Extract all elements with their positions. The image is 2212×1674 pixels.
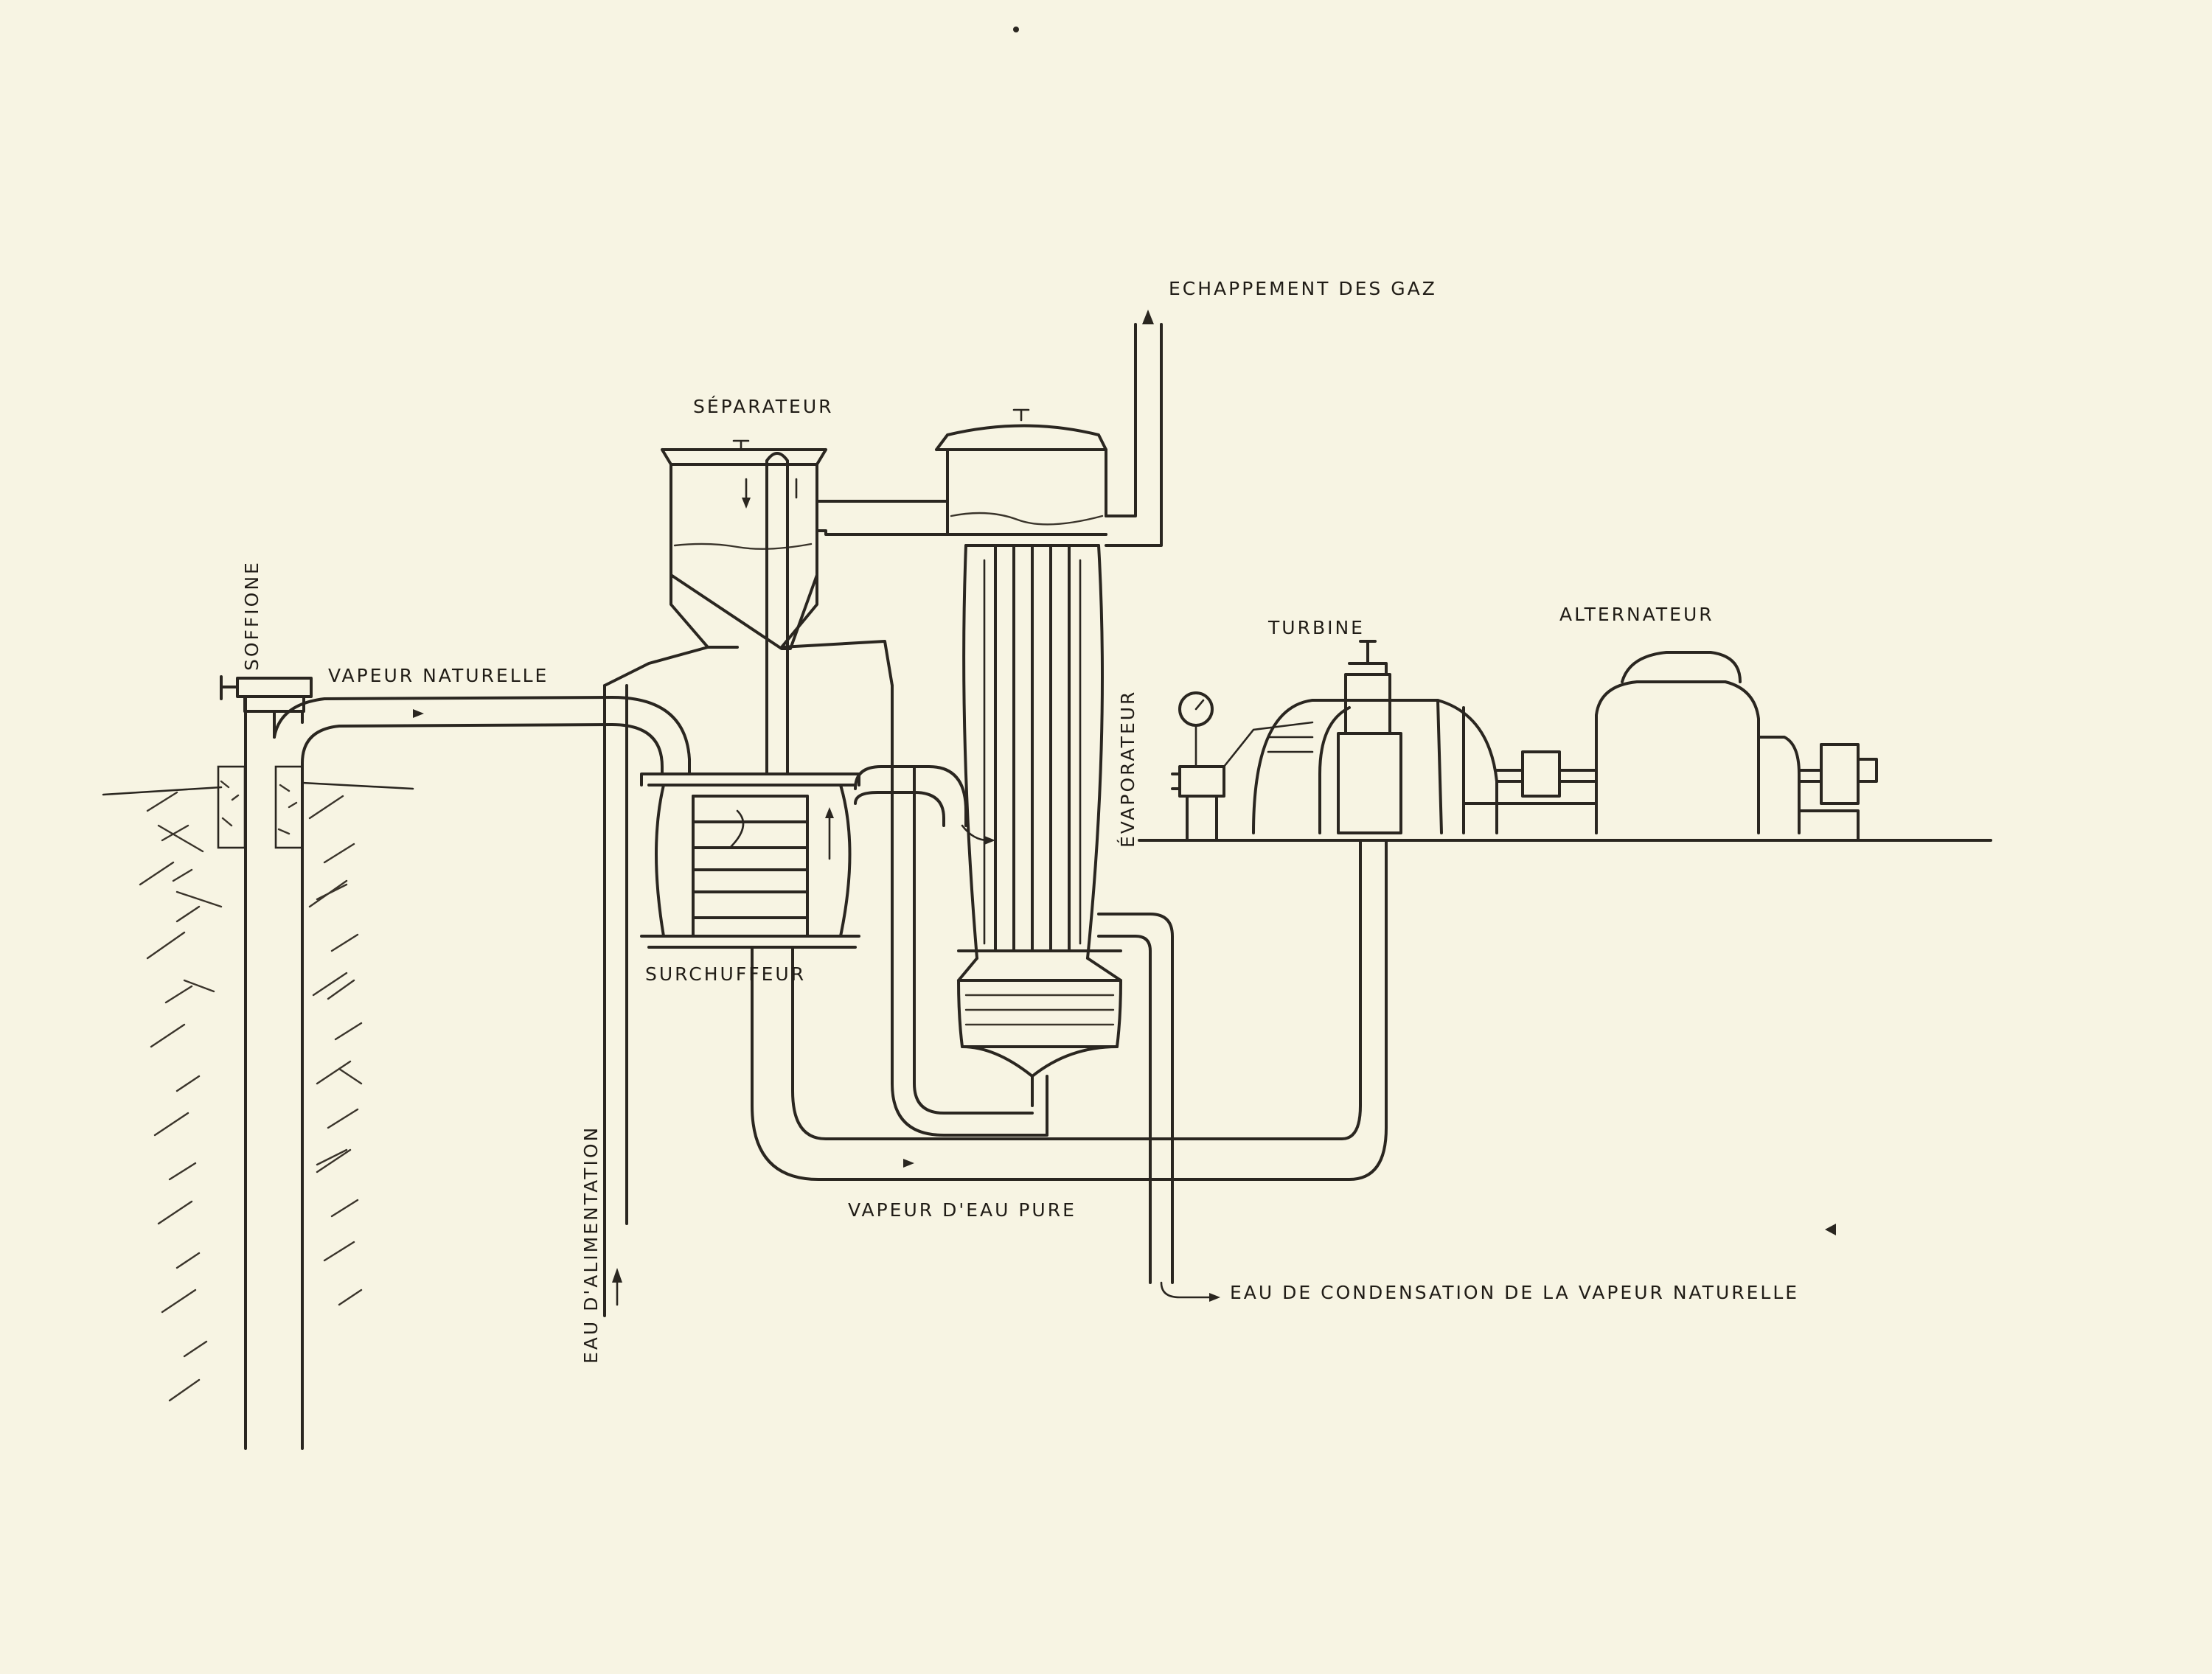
superheater xyxy=(640,773,860,949)
natural-steam-pipe xyxy=(383,696,691,775)
label-alternator: ALTERNATEUR xyxy=(1559,604,1714,625)
pure-steam-pipe xyxy=(751,839,1388,1181)
label-soffione: SOFFIONE xyxy=(241,560,262,671)
label-turbine: TURBINE xyxy=(1267,617,1365,638)
separator xyxy=(603,439,1107,798)
label-natural-steam: VAPEUR NATURELLE xyxy=(328,665,549,686)
label-gas-exhaust: ECHAPPEMENT DES GAZ xyxy=(1169,278,1437,299)
label-pure-steam: VAPEUR D'EAU PURE xyxy=(848,1199,1077,1221)
superheater-link xyxy=(854,765,995,845)
ink-mark xyxy=(1825,1224,1836,1235)
label-evaporator: ÉVAPORATEUR xyxy=(1117,690,1138,848)
gas-exhaust-pipe xyxy=(1105,310,1163,547)
label-separator: SÉPARATEUR xyxy=(693,396,834,417)
coupling xyxy=(1462,750,1598,834)
feed-water-pipe xyxy=(603,684,628,1317)
evaporator xyxy=(891,408,1122,1137)
label-feed-water: EAU D'ALIMENTATION xyxy=(580,1126,602,1364)
alternator xyxy=(1595,651,1878,842)
ground-section xyxy=(102,765,414,1402)
condensate-pipe xyxy=(1097,913,1220,1302)
ink-dot xyxy=(1013,27,1019,32)
label-condensation-water: EAU DE CONDENSATION DE LA VAPEUR NATUREL… xyxy=(1230,1282,1799,1303)
label-superheater: SURCHUFFEUR xyxy=(645,963,806,985)
soffione-well xyxy=(220,675,613,1450)
turbine xyxy=(1171,640,1498,842)
